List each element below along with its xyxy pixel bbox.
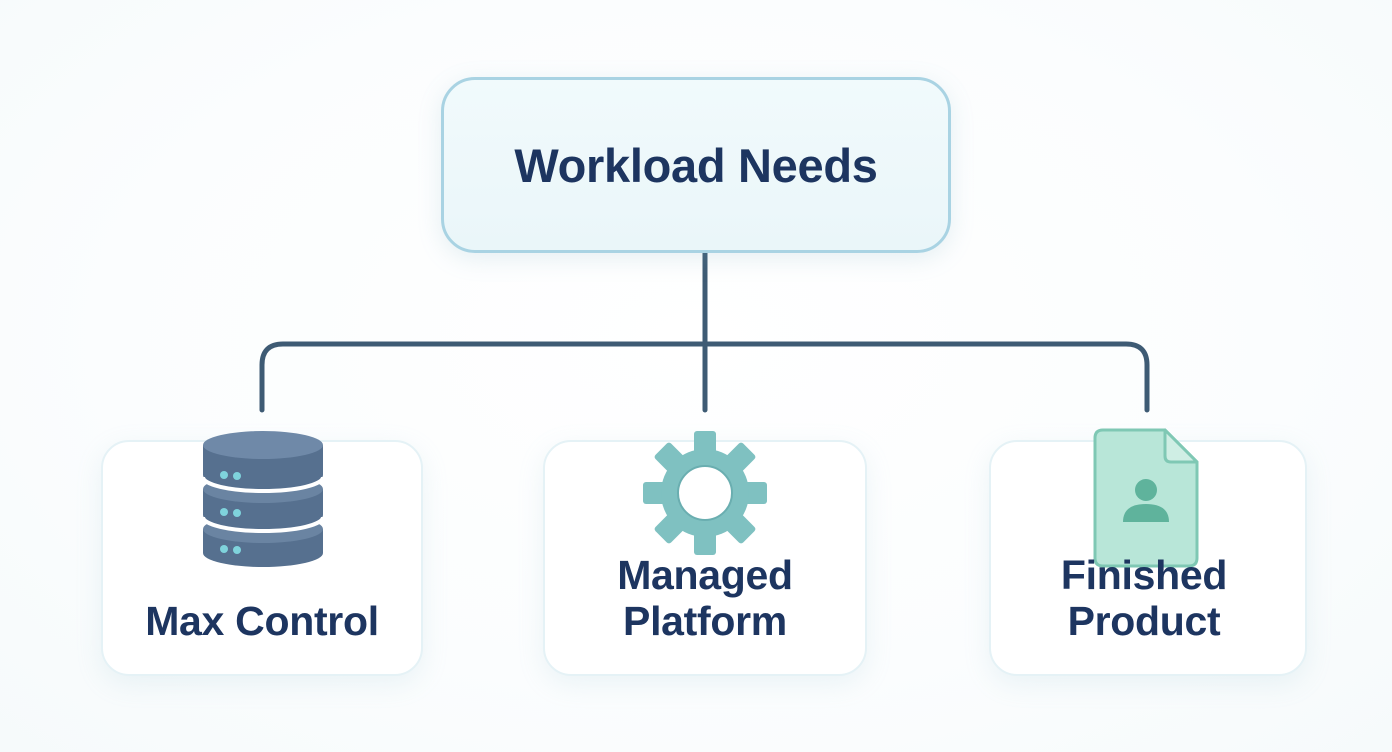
option-label-line: Max Control <box>145 598 379 644</box>
option-label-finished-product: Finished Product <box>989 552 1299 644</box>
connector-branch-horizontal <box>259 341 1150 413</box>
option-label-line: Managed <box>617 552 793 598</box>
gear-icon <box>643 431 767 555</box>
root-node-box: Workload Needs <box>441 77 951 253</box>
option-label-line: Product <box>1067 598 1221 644</box>
option-card-managed-platform <box>543 440 867 676</box>
option-label-line: Finished <box>1060 552 1228 598</box>
option-label-managed-platform: Managed Platform <box>543 552 867 644</box>
database-icon <box>201 431 325 567</box>
root-node-title: Workload Needs <box>514 138 878 192</box>
option-label-line: Platform <box>623 598 787 644</box>
document-user-icon <box>1093 428 1199 568</box>
option-label-max-control: Max Control <box>101 598 423 644</box>
